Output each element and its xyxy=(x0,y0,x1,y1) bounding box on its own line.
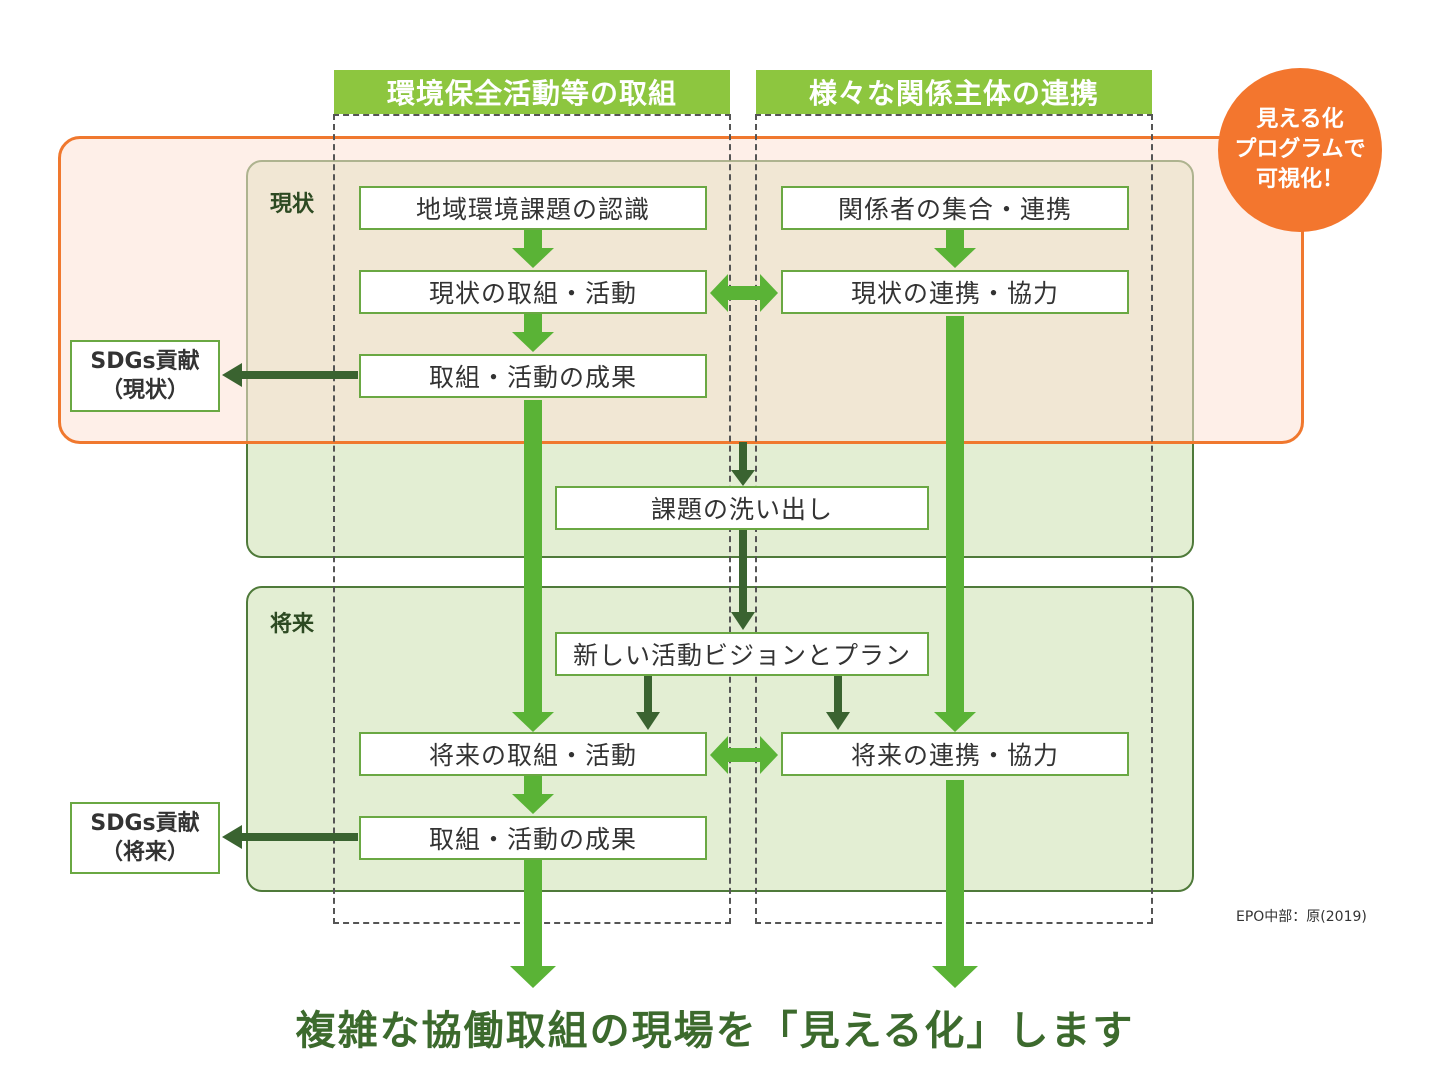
sdgs-future: SDGs貢献 （将来） xyxy=(70,802,220,874)
box-future-cooperation: 将来の連携・協力 xyxy=(781,732,1129,776)
box-recognition: 地域環境課題の認識 xyxy=(359,186,707,230)
arrow-left-to-goal xyxy=(510,860,556,988)
box-future-result: 取組・活動の成果 xyxy=(359,816,707,860)
source-credit: EPO中部：原(2019) xyxy=(1236,909,1367,925)
double-arrow-current xyxy=(710,274,778,312)
arrow-future-activity-to-result xyxy=(512,776,554,814)
header-initiatives: 環境保全活動等の取組 xyxy=(334,70,730,114)
badge-line-3: 可視化！ xyxy=(1255,167,1344,192)
tagline: 複雑な協働取組の現場を「見える化」します xyxy=(295,1008,1135,1054)
sdgs-current-subtitle: （現状） xyxy=(100,378,189,403)
arrow-to-issues xyxy=(731,442,755,486)
arrow-right-to-goal xyxy=(932,780,978,988)
arrow-stakeholders-to-cooperation xyxy=(934,230,976,268)
arrow-activity-to-result xyxy=(512,314,554,352)
arrow-cooperation-to-future-cooperation xyxy=(934,316,976,732)
box-vision: 新しい活動ビジョンとプラン xyxy=(555,632,929,676)
arrow-recognition-to-activity xyxy=(512,230,554,268)
box-current-activity: 現状の取組・活動 xyxy=(359,270,707,314)
sdgs-current-title: SDGs貢献 xyxy=(90,349,200,374)
badge-line-1: 見える化 xyxy=(1256,107,1344,132)
box-issues: 課題の洗い出し xyxy=(555,486,929,530)
visualization-badge: 見える化 プログラムで 可視化！ xyxy=(1218,68,1382,232)
box-current-cooperation: 現状の連携・協力 xyxy=(781,270,1129,314)
sdgs-current: SDGs貢献 （現状） xyxy=(70,340,220,412)
arrow-to-sdgs-current xyxy=(222,363,358,387)
box-stakeholders: 関係者の集合・連携 xyxy=(781,186,1129,230)
box-current-result: 取組・活動の成果 xyxy=(359,354,707,398)
box-future-activity: 将来の取組・活動 xyxy=(359,732,707,776)
arrow-vision-to-activity xyxy=(636,676,660,730)
sdgs-future-subtitle: （将来） xyxy=(100,840,189,865)
arrow-to-sdgs-future xyxy=(222,825,358,849)
arrow-vision-to-cooperation xyxy=(826,676,850,730)
badge-line-2: プログラムで xyxy=(1234,137,1366,162)
stage-label-current: 現状 xyxy=(270,192,315,217)
header-collaboration: 様々な関係主体の連携 xyxy=(756,70,1152,114)
arrow-result-to-future-activity xyxy=(512,400,554,732)
stage-label-future: 将来 xyxy=(270,612,315,637)
arrow-issues-to-vision xyxy=(731,530,755,630)
double-arrow-future xyxy=(710,736,778,774)
sdgs-future-title: SDGs貢献 xyxy=(90,811,200,836)
